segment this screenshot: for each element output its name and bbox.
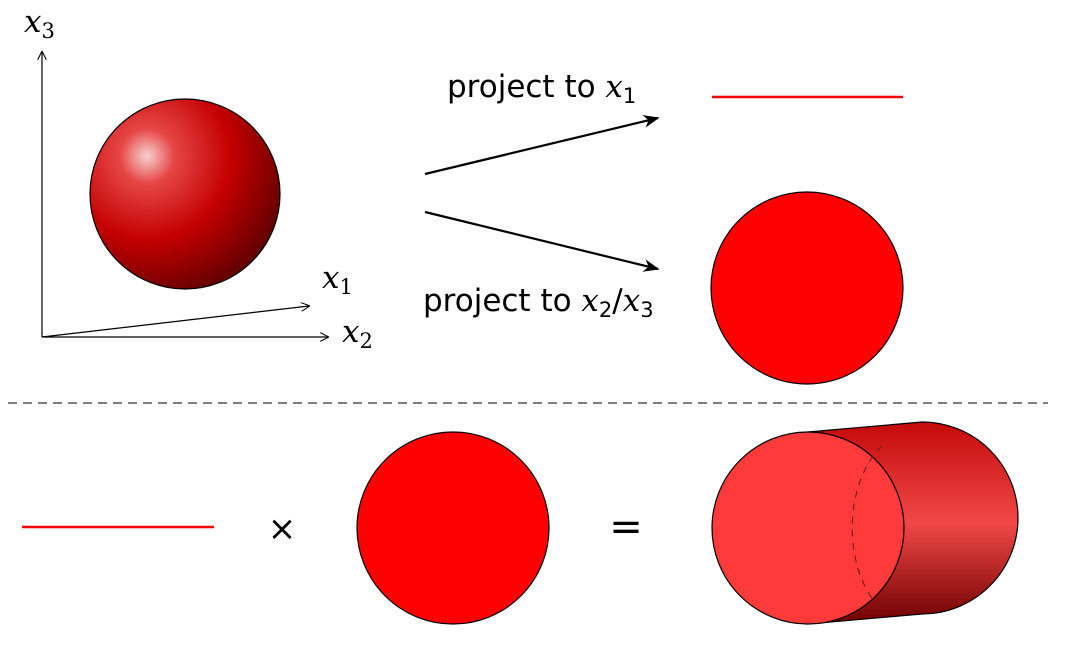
times-sign: × [268,509,297,549]
sphere [89,98,281,290]
cylinder-hidden-edge [851,445,883,611]
cylinder [711,421,1019,625]
project-to-x2-x3-label: project to x2/x3 [423,283,654,322]
x2-axis-label: x2 [342,314,373,353]
cylinder-front-face [711,431,905,625]
x3-axis-label: x3 [24,4,55,43]
equals-sign: = [609,504,643,550]
projection-arrow-upper [424,115,660,176]
coordinate-axes [42,52,328,337]
disk-projection [710,191,904,385]
disk-factor [356,431,550,625]
project-to-x1-label: project to x1 [447,69,636,108]
x1-axis-label: x1 [322,260,353,299]
projection-arrow-lower [424,210,660,272]
x1-axis [41,306,309,338]
